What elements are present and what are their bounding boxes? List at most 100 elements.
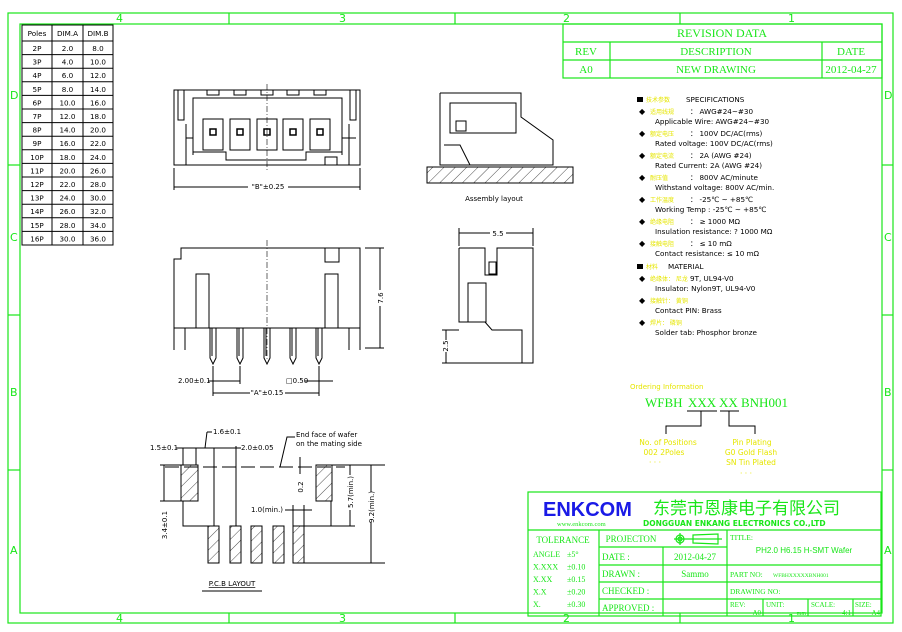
table-cell: 18.0 <box>59 153 75 162</box>
table-cell: 22.0 <box>59 180 75 189</box>
spec-text-en: Contact resistance: ≤ 10 mΩ <box>655 249 760 258</box>
contact-pin-tip <box>236 128 244 136</box>
tolerance-type: X.X <box>533 588 547 597</box>
positions-example: 002 2Poles <box>644 448 685 457</box>
table-cell: 2.0 <box>62 44 74 53</box>
projection-label: PROJECTON <box>606 534 657 544</box>
spec-heading: SPECIFICATIONS <box>686 95 745 104</box>
spec-label-cn: 工作温度 <box>650 196 674 204</box>
table-cell: 8.0 <box>62 85 74 94</box>
spec-label-cn: 额定电压 <box>650 130 674 138</box>
scale-value: 4:1 <box>842 609 851 617</box>
table-cell: 11P <box>30 166 44 175</box>
pcb-dim-1-0: 1.0(min.) <box>251 506 283 514</box>
company-name-en: DONGGUAN ENKANG ELECTRONICS CO.,LTD <box>643 519 826 528</box>
table-cell: 26.0 <box>59 207 75 216</box>
zone-row-a-right: A <box>884 544 892 557</box>
bullet-icon: ◆ <box>639 195 646 204</box>
zone-col-1: 1 <box>788 12 795 25</box>
tolerance-value: ±5° <box>567 550 579 559</box>
inner-frame <box>19 23 883 614</box>
company-logo: ENKCOM <box>543 499 632 521</box>
plating-gold: G0 Gold Flash <box>725 448 777 457</box>
spec-text-en: Applicable Wire: AWG#24~#30 <box>655 117 770 126</box>
spec-label-cn: 接触电阻 <box>650 240 674 248</box>
bullet-icon: ◆ <box>639 173 646 182</box>
date-value: 2012-04-27 <box>674 552 716 562</box>
tolerance-label: TOLERANCE <box>536 535 590 545</box>
ordering-code-prefix: WFBH <box>645 395 683 410</box>
pcb-layout-title: P.C.B LAYOUT <box>209 580 256 588</box>
rev-value: A0 <box>752 609 761 617</box>
housing-tab <box>233 89 247 96</box>
table-cell: 4.0 <box>62 58 74 67</box>
ordering-code-suffix: BNH001 <box>741 395 788 410</box>
outer-frame <box>7 12 894 624</box>
spec-label-cn: 绝缘电阻 <box>650 218 674 226</box>
plating-more: · · · <box>740 469 752 478</box>
table-cell: 13P <box>30 194 44 203</box>
drawing-no-label: DRAWING NO: <box>730 587 780 596</box>
pcb-dim-2-0: 2.0±0.05 <box>241 444 274 452</box>
table-cell: 16P <box>30 234 44 243</box>
contact-slot <box>309 118 331 151</box>
drawing-title: PH2.0 H6.15 H-SMT Wafer <box>756 546 853 555</box>
table-cell: 24.0 <box>90 153 106 162</box>
tolerance-type: X. <box>533 600 541 609</box>
housing-tab <box>286 89 300 96</box>
table-cell: 8.0 <box>92 44 104 53</box>
zone-col-3-bottom: 3 <box>339 612 346 625</box>
revision-date: 2012-04-27 <box>825 64 877 76</box>
table-cell: 5P <box>33 85 43 94</box>
table-cell: 36.0 <box>90 234 106 243</box>
table-cell: 2P <box>33 44 43 53</box>
company-name-cn: 东莞市恩康电子有限公司 <box>653 499 840 518</box>
spec-value: ： 100V DC/AC(rms) <box>690 129 763 138</box>
bullet-icon: ◆ <box>639 296 646 305</box>
table-cell: 24.0 <box>59 194 75 203</box>
bullet-icon: ◆ <box>639 107 646 116</box>
spec-label-cn: 额定电流 <box>650 152 674 160</box>
table-cell: 10P <box>30 153 44 162</box>
bullet-icon: ◆ <box>639 239 646 248</box>
zone-col-2-bottom: 2 <box>563 612 570 625</box>
checked-label: CHECKED : <box>602 586 649 596</box>
spec-value: ： ≥ 1000 MΩ <box>690 217 741 226</box>
pcb-dim-5-7: 5.7(min.) <box>347 476 355 508</box>
zone-row-c-right: C <box>884 231 892 244</box>
pcb-dim-1-5: 1.5±0.1 <box>150 444 178 452</box>
table-cell: 12.0 <box>59 112 75 121</box>
pcb-pad <box>207 525 220 564</box>
company-website: www.enkcom.com <box>557 521 606 528</box>
revision-block: REVISION DATA REV DESCRIPTION DATE A0 NE… <box>562 23 883 79</box>
spec-value: ： -25℃ ~ +85℃ <box>690 195 753 204</box>
zone-labels: 4 3 2 1 4 3 2 1 D C B A D C B A <box>10 12 892 625</box>
bullet-icon: ◆ <box>639 318 646 327</box>
specifications: 技术参数 SPECIFICATIONS ◆适用线规： AWG#24~#30App… <box>637 95 774 337</box>
pin-length-dim-label: 2.5 <box>442 340 450 351</box>
table-cell: 6P <box>33 98 43 107</box>
drawn-label: DRAWN : <box>602 569 640 579</box>
material-heading-cn: 材料 <box>646 263 658 271</box>
unit-label: UNIT: <box>766 601 784 609</box>
tolerance-value: ±0.30 <box>567 600 585 609</box>
scale-label: SCALE: <box>811 601 835 609</box>
table-cell: 20.0 <box>90 126 106 135</box>
drawn-value: Sammo <box>681 569 709 579</box>
height-dim-label: 7.6 <box>377 292 385 304</box>
table-cell: 30.0 <box>90 194 106 203</box>
contact-pin <box>209 328 217 366</box>
table-cell: 12.0 <box>90 71 106 80</box>
spec-value: ： ≤ 10 mΩ <box>690 239 732 248</box>
table-cell: 6.0 <box>62 71 74 80</box>
spec-value: ： 2A (AWG #24) <box>690 151 752 160</box>
pcb-pad <box>250 525 263 564</box>
depth-dim-label: 5.5 <box>492 230 503 238</box>
table-header-poles: Poles <box>28 29 47 38</box>
table-header-dim-b: DIM.B <box>87 29 108 38</box>
table-cell: 4P <box>33 71 43 80</box>
positions-label: No. of Positions <box>639 438 697 447</box>
projection-symbol-icon <box>674 533 722 545</box>
zone-col-4: 4 <box>116 12 123 25</box>
spec-value: ： AWG#24~#30 <box>690 107 753 116</box>
